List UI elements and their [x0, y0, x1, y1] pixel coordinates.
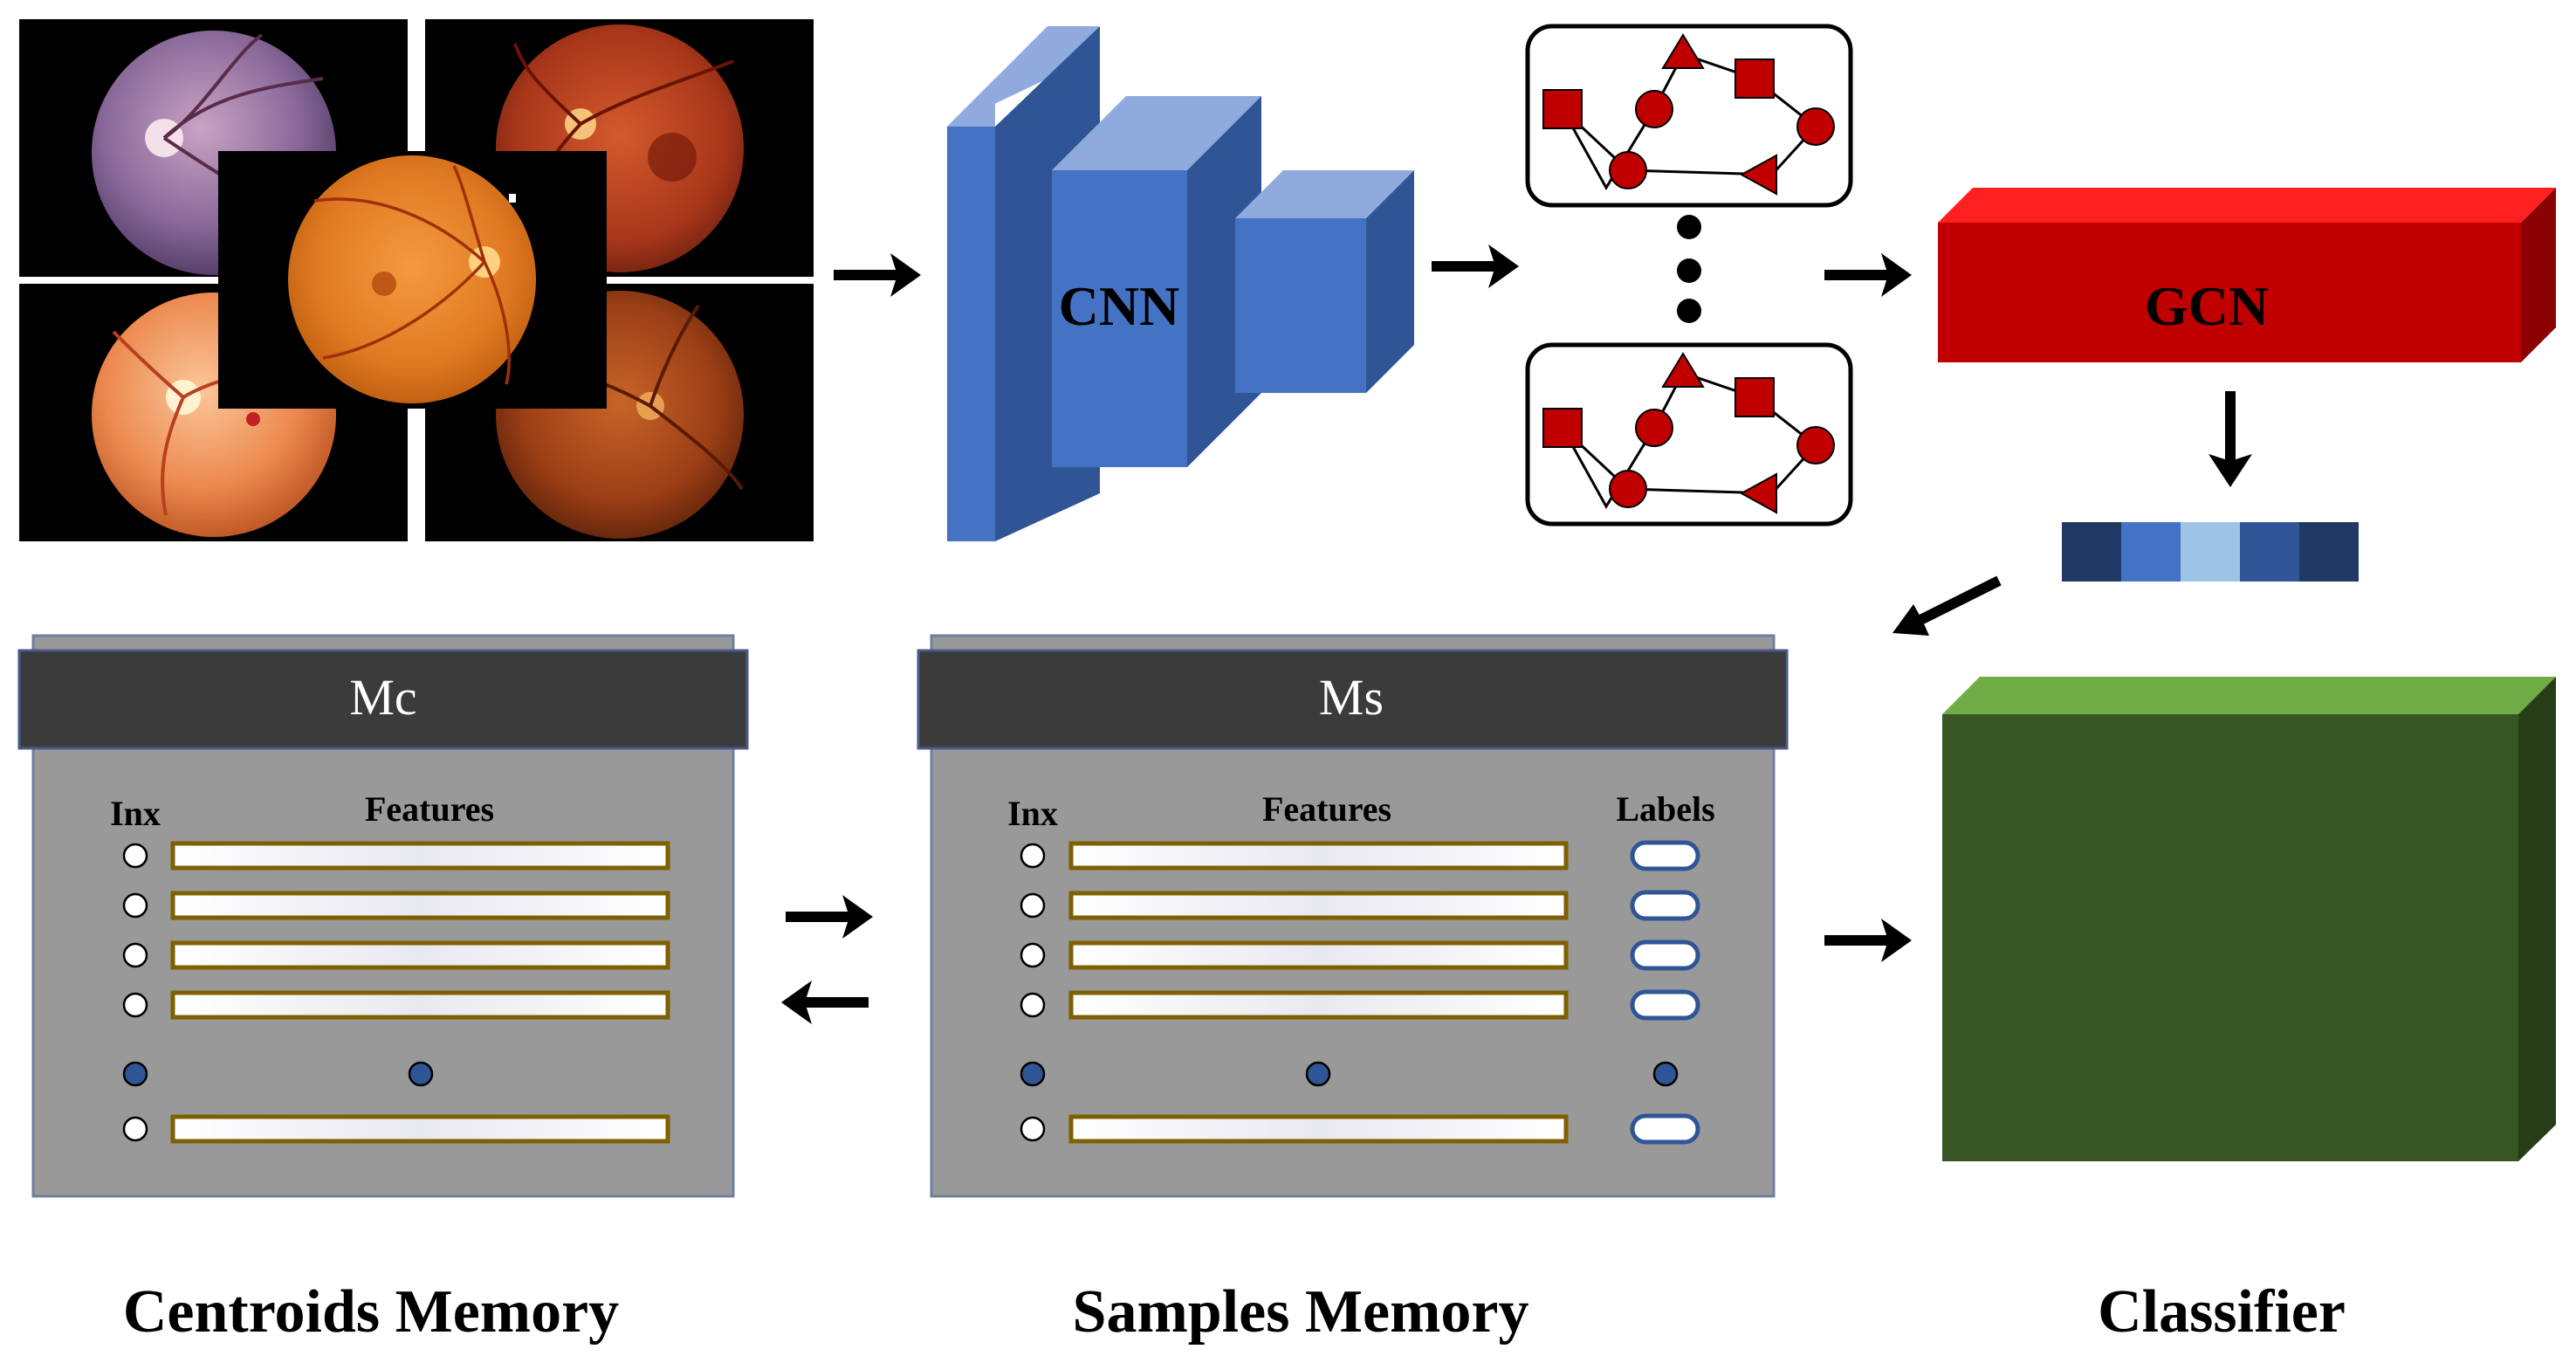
- arrow-icon: [786, 895, 873, 939]
- arrow-icon: [834, 253, 921, 297]
- graph-ellipsis: [1677, 215, 1701, 323]
- vector-cell: [2181, 522, 2240, 582]
- gcn-label: GCN: [2145, 275, 2269, 337]
- samples-memory-caption: Samples Memory: [1073, 1278, 1529, 1346]
- arrow-icon: [1432, 244, 1519, 288]
- fundus-collage: [19, 19, 814, 541]
- cnn-block: CNN: [947, 26, 1414, 541]
- memory-row: [122, 1114, 670, 1144]
- features-header: Features: [1262, 789, 1391, 829]
- memory-row: [122, 891, 670, 920]
- vector-cell: [2121, 522, 2181, 582]
- ellipsis-row: [122, 1061, 434, 1087]
- classifier-block: [1942, 677, 2556, 1161]
- samples-memory-panel: Ms Inx Features Labels: [917, 634, 1789, 1198]
- arrow-icon: [1824, 919, 1912, 962]
- ellipsis-row: [1020, 1061, 1679, 1087]
- centroids-memory-caption: Centroids Memory: [123, 1278, 619, 1346]
- memory-row: [1020, 989, 1700, 1021]
- inx-header: Inx: [110, 794, 161, 833]
- memory-row: [1020, 890, 1700, 921]
- graph-node-icon: [1542, 352, 1835, 514]
- arrow-icon: [1824, 253, 1912, 297]
- arrow-icon: [781, 981, 869, 1024]
- memory-row: [1020, 1113, 1700, 1145]
- memory-row: [1020, 940, 1700, 971]
- centroids-memory-panel: Mc Inx Features: [17, 634, 749, 1198]
- arrow-icon: [2208, 391, 2252, 487]
- memory-row: [122, 940, 670, 970]
- memory-row: [122, 841, 670, 871]
- graph-node-icon: [1542, 33, 1835, 196]
- inx-header: Inx: [1007, 794, 1058, 833]
- fundus-image-center: [218, 151, 607, 409]
- vector-cell: [2299, 522, 2359, 582]
- memory-row: [122, 990, 670, 1020]
- graph-panel-bottom: [1525, 342, 1853, 527]
- label-pill: [1630, 1113, 1700, 1145]
- gcn-block: GCN: [1938, 188, 2556, 362]
- feature-vector: [2062, 522, 2359, 582]
- arrow-icon: [1893, 575, 2002, 636]
- ms-header: Ms: [1319, 669, 1384, 726]
- memory-row: [1020, 840, 1700, 871]
- labels-header: Labels: [1616, 789, 1714, 829]
- features-header: Features: [365, 789, 494, 829]
- cnn-label: CNN: [1059, 275, 1180, 337]
- label-pill: [1630, 840, 1700, 871]
- label-pill: [1630, 940, 1700, 971]
- label-pill: [1630, 989, 1700, 1021]
- mc-header: Mc: [349, 669, 416, 726]
- label-pill: [1630, 890, 1700, 921]
- vector-cell: [2062, 522, 2121, 582]
- graph-panel-top: [1525, 24, 1853, 208]
- vector-cell: [2240, 522, 2299, 582]
- classifier-caption: Classifier: [2098, 1278, 2346, 1346]
